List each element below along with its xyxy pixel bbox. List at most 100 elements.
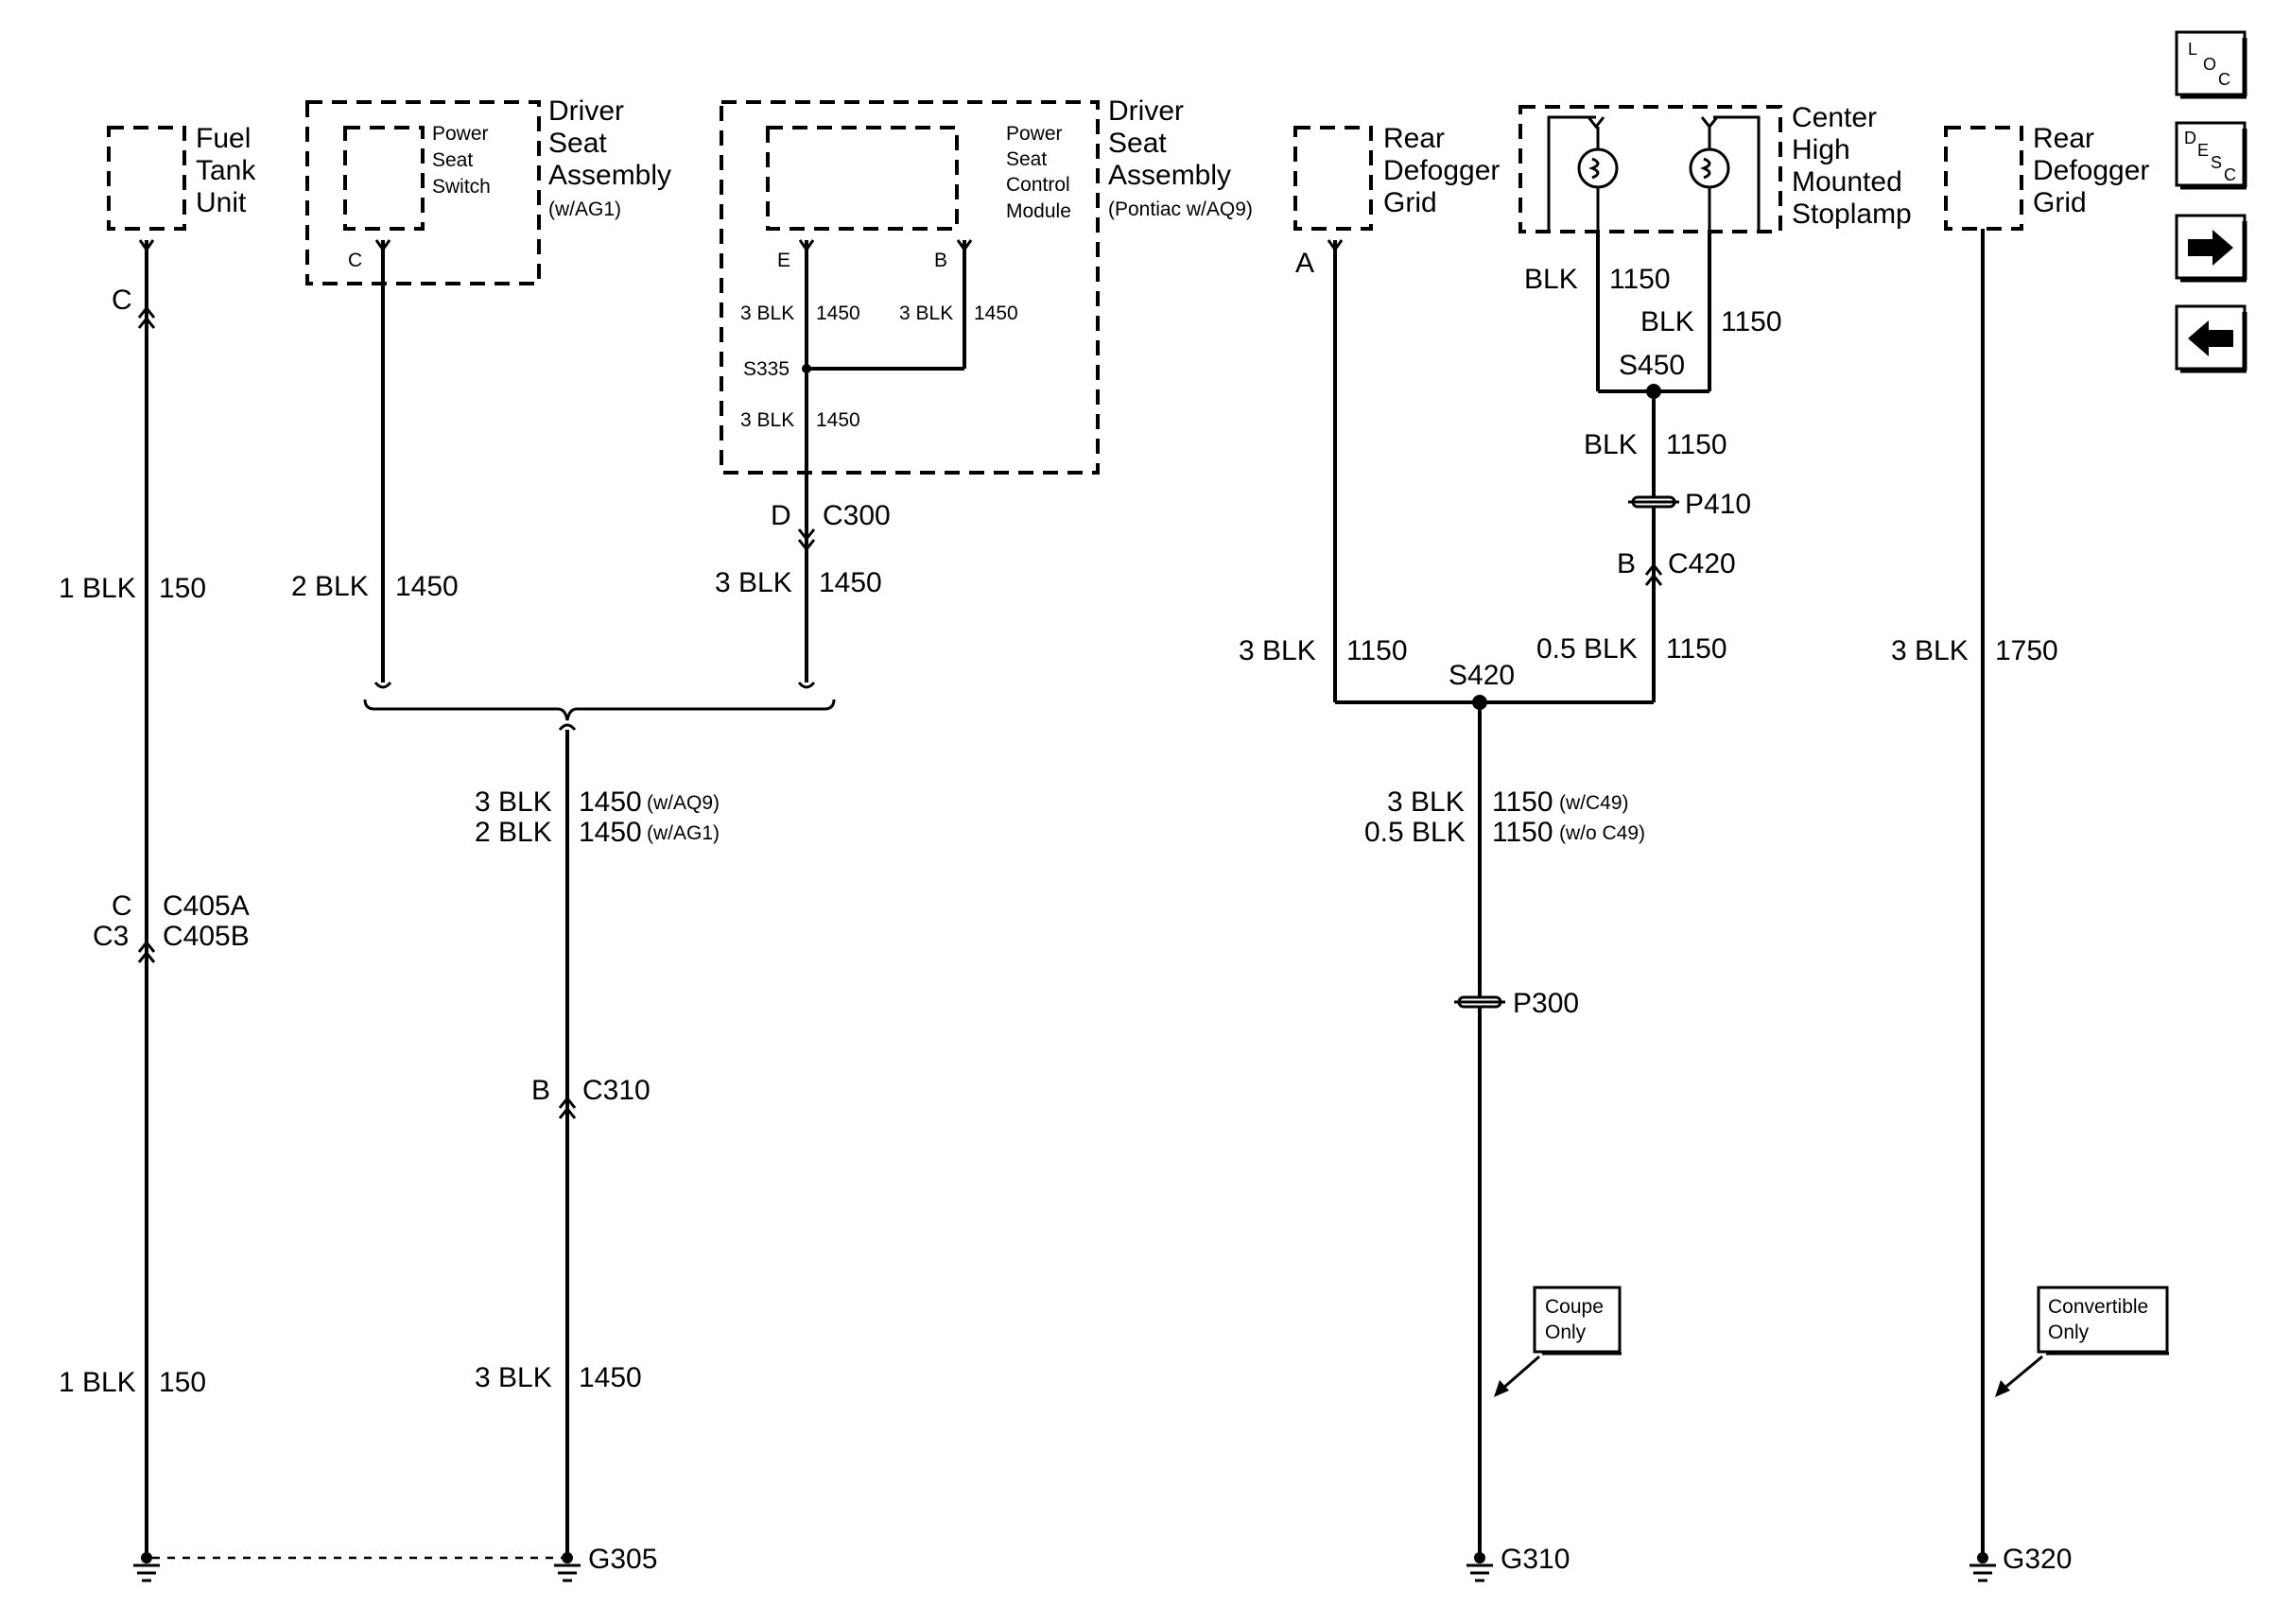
fuel-tank-unit-label-1: Fuel [196, 123, 251, 154]
fuel-tank-unit: Fuel Tank Unit [107, 123, 256, 231]
wire-1150-defog-gauge: 3 BLK [1239, 635, 1316, 666]
chmsl-label-3: Mounted [1792, 166, 1902, 198]
psm-label-3: Control [1006, 174, 1070, 196]
driver-seat-ag1-label-1: Driver [548, 95, 624, 127]
ground-g305: G305 [133, 1544, 657, 1582]
wire-1150-noc49-option: (w/o C49) [1559, 822, 1645, 844]
defogger-coupe-label-1: Rear [1383, 123, 1445, 154]
chmsl-label-1: Center [1792, 102, 1877, 133]
wire-1450-module: 3 BLK 1450 3 BLK 1450 S335 3 BLK 1450 D … [715, 239, 1018, 689]
chmsl-label-2: High [1792, 134, 1850, 165]
wire-150-bot-circuit: 150 [159, 1367, 206, 1398]
wire-1450-b-circuit: 1450 [974, 302, 1018, 324]
connector-c405b: C405B [163, 921, 250, 952]
fuel-tank-unit-label-2: Tank [196, 155, 256, 186]
connector-c300: C300 [823, 500, 891, 531]
bulb-1-icon [1577, 147, 1619, 189]
defogger-conv-label-1: Rear [2033, 123, 2094, 154]
wire-1450-ag1-option: (w/AG1) [647, 822, 720, 844]
wire-1150-noc49-gauge: 0.5 BLK [1364, 817, 1466, 848]
wire-1450-e-circuit: 1450 [816, 302, 860, 324]
driver-seat-ag1-label-3: Assembly [548, 160, 671, 191]
desc-letter-d: D [2184, 129, 2196, 147]
wire-1150-s450-circuit: 1150 [1666, 429, 1727, 460]
rear-defogger-grid-coupe: Rear Defogger Grid A [1293, 123, 1500, 279]
driver-seat-assembly-ag1: Power Seat Switch Driver Seat Assembly (… [305, 95, 671, 285]
wire-1150-c420-circuit: 1150 [1666, 633, 1727, 665]
note-convertible-only-1: Convertible [2048, 1296, 2148, 1318]
wire-1450-aq9-option: (w/AQ9) [647, 792, 720, 814]
pin-c420-b: B [1617, 548, 1636, 579]
driver-seat-aq9-label-3: Assembly [1108, 160, 1231, 191]
driver-seat-ag1-label-2: Seat [548, 128, 607, 159]
wire-1150-lamp1-gauge: BLK [1524, 264, 1578, 295]
defogger-conv-label-2: Defogger [2033, 155, 2149, 186]
desc-button[interactable]: D E S C [2175, 121, 2247, 190]
driver-seat-ag1-option: (w/AG1) [548, 199, 621, 220]
wire-1450-switch: 2 BLK 1450 [291, 239, 459, 689]
wire-1150-noc49-circuit: 1150 [1492, 817, 1553, 848]
desc-letter-s: S [2211, 153, 2222, 172]
defogger-coupe-label-3: Grid [1383, 187, 1437, 218]
wire-1150-lamp1-circuit: 1150 [1609, 264, 1671, 295]
center-high-mounted-stoplamp: Center High Mounted Stoplamp [1518, 102, 1912, 233]
wire-1450-bot-gauge: 3 BLK [475, 1362, 552, 1393]
splice-s335-dot [802, 364, 811, 373]
connector-c420: C420 [1668, 548, 1736, 579]
defogger-conv-label-3: Grid [2033, 187, 2087, 218]
pass-through-p300: P300 [1513, 988, 1579, 1019]
driver-seat-aq9-label-2: Seat [1108, 128, 1167, 159]
splice-s420: S420 [1449, 660, 1515, 691]
pin-module-e: E [777, 250, 790, 271]
next-button[interactable] [2175, 214, 2247, 283]
ground-g320-label: G320 [2003, 1544, 2072, 1575]
fuel-tank-unit-label-3: Unit [196, 187, 247, 218]
wire-1750-gauge: 3 BLK [1891, 635, 1969, 666]
wire-1150-c49-gauge: 3 BLK [1387, 786, 1465, 818]
bulb-2-icon [1689, 147, 1730, 189]
pin-c405-c: C [112, 890, 132, 922]
ground-g310-label: G310 [1501, 1544, 1570, 1575]
splice-s450: S450 [1619, 350, 1685, 381]
psm-label-2: Seat [1006, 148, 1047, 170]
wire-1450-c300-circuit: 1450 [819, 567, 882, 598]
wire-1150-c49-circuit: 1150 [1492, 786, 1553, 818]
wire-1450-s335-gauge: 3 BLK [740, 409, 794, 431]
wire-1150-c420-gauge: 0.5 BLK [1536, 633, 1638, 665]
pass-through-p410: P410 [1685, 489, 1751, 520]
note-coupe-only-2: Only [1545, 1322, 1587, 1343]
wire-150: C 1 BLK 150 C C3 C405A C405B 1 BLK 150 [59, 239, 250, 1558]
wire-1150-defogger: S420 3 BLK 1150 [1239, 240, 1656, 710]
wire-1750-circuit: 1750 [1995, 635, 2058, 666]
wire-1150-defog-circuit: 1150 [1346, 635, 1408, 666]
loc-letter-o: O [2203, 55, 2216, 74]
wire-1450-c300-gauge: 3 BLK [715, 567, 792, 598]
wire-1450-ag1-gauge: 2 BLK [475, 817, 552, 848]
defogger-coupe-label-2: Defogger [1383, 155, 1500, 186]
prev-button[interactable] [2175, 304, 2247, 373]
desc-letter-e: E [2197, 141, 2209, 160]
desc-letter-c: C [2224, 165, 2236, 184]
wire-1450-switch-circuit: 1450 [395, 571, 459, 602]
wire-1450-ag1-circuit: 1450 [579, 817, 642, 848]
pin-defogger-a: A [1295, 248, 1314, 279]
arrow-left-icon [2188, 320, 2233, 356]
wire-1450-aq9-gauge: 3 BLK [475, 786, 552, 818]
splice-s335: S335 [743, 358, 789, 380]
pin-module-b: B [934, 250, 947, 271]
wire-1150-stoplamp: BLK 1150 BLK 1150 S450 BLK 1150 P410 B C… [1524, 232, 1782, 665]
driver-seat-aq9-option: (Pontiac w/AQ9) [1108, 199, 1253, 220]
wire-150-top-circuit: 150 [159, 573, 206, 604]
pin-c300-d: D [771, 500, 791, 531]
psm-label-4: Module [1006, 200, 1071, 222]
connector-c310: C310 [582, 1075, 651, 1106]
wire-1450-s335-circuit: 1450 [816, 409, 860, 431]
wire-150-top-gauge: 1 BLK [59, 573, 136, 604]
pin-c405-c3: C3 [93, 921, 129, 952]
chmsl-label-4: Stoplamp [1792, 199, 1912, 230]
ground-g305-label: G305 [588, 1544, 657, 1575]
wire-1150-c49-option: (w/C49) [1559, 792, 1629, 814]
power-seat-switch-label-1: Power [432, 123, 489, 145]
loc-button[interactable]: L O C [2175, 30, 2250, 100]
